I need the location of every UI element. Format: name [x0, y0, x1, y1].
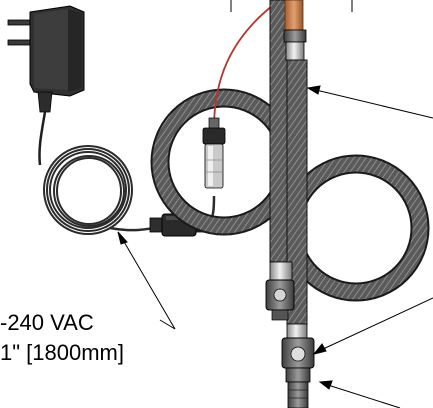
adapter-prong-bottom — [7, 39, 33, 46]
voltage-leader — [122, 239, 176, 330]
adapter-cable — [38, 111, 47, 166]
sensor-wire — [213, 5, 273, 129]
right-hose-valve — [281, 323, 315, 408]
hose-leader — [315, 89, 433, 119]
reference-ticks — [230, 0, 353, 12]
top-fitting — [283, 29, 307, 61]
voltage-label: -240 VAC — [0, 310, 94, 335]
power-adapter — [7, 5, 85, 113]
left-hose-fitting — [265, 261, 295, 321]
length-label: 1" [1800mm] — [0, 340, 124, 365]
adapter-prong-top — [7, 19, 33, 26]
leader-lines — [117, 85, 433, 408]
sensor-probe — [202, 117, 226, 189]
cable-coil — [43, 145, 133, 235]
fitting-leader — [327, 384, 401, 408]
valve-leader — [320, 297, 433, 351]
copper-pipe — [284, 0, 304, 31]
